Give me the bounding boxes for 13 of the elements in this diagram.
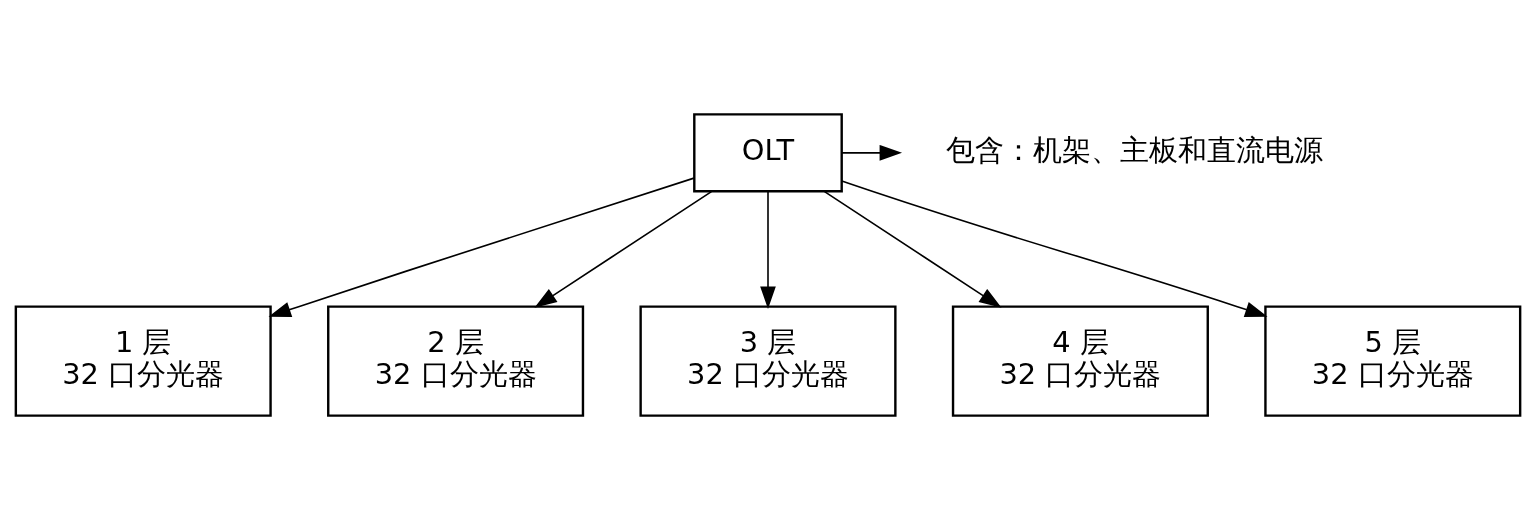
node-box: 1 层 32 口分光器: [14, 304, 272, 417]
arrow: [841, 144, 903, 161]
node-box: OLT: [693, 112, 843, 192]
node-box: 2 层 32 口分光器: [327, 304, 585, 417]
node-text: 包含：机架、主板和直流电源: [946, 132, 1324, 167]
node-box: 4 层 32 口分光器: [951, 304, 1209, 417]
arrow: [841, 179, 1268, 317]
arrow: [268, 176, 695, 317]
node-box: 5 层 32 口分光器: [1264, 304, 1522, 417]
arrow: [823, 190, 1002, 308]
node-box: 3 层 32 口分光器: [639, 304, 897, 417]
arrow: [760, 190, 776, 309]
arrow: [534, 190, 713, 308]
